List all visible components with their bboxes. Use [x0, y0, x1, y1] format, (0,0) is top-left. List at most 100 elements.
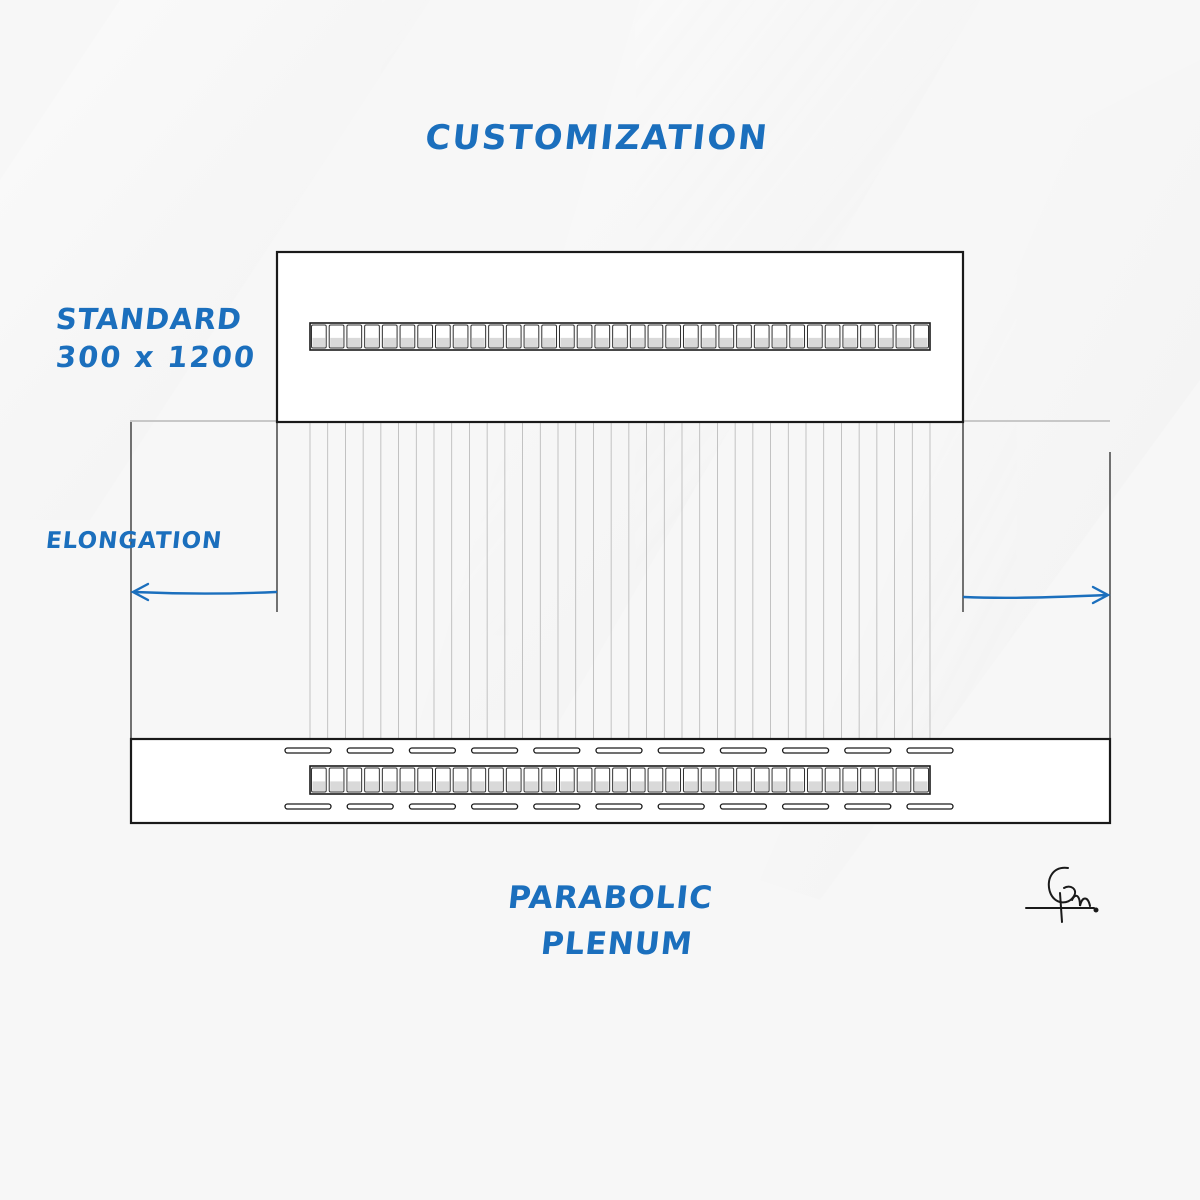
louver-cell-shade	[719, 781, 733, 792]
louver-cell-shade	[489, 781, 503, 792]
air-slot	[284, 803, 332, 810]
standard-size-label: 300 x 1200	[54, 340, 258, 374]
louver-cell-shade	[330, 337, 343, 348]
louver-cell-shade	[489, 337, 503, 348]
louver-cell-shade	[631, 781, 645, 792]
air-slot	[595, 747, 643, 754]
louver-cell-shade	[578, 337, 591, 348]
louver-cell-shade	[436, 337, 450, 348]
louver-cells-standard	[311, 324, 929, 349]
standard-panel	[275, 250, 965, 424]
louver-cell-shade	[755, 337, 769, 348]
louver-cell-shade	[684, 781, 698, 792]
louver-cell-shade	[790, 337, 804, 348]
louver-cell-shade	[737, 337, 751, 348]
louver-cell-shade	[861, 781, 875, 792]
louver-cell-shade	[826, 337, 839, 348]
plenum-panel	[129, 737, 1112, 825]
louver-cell-shade	[631, 337, 645, 348]
louver-cell-shade	[542, 337, 556, 348]
louver-cell-shade	[649, 337, 662, 348]
page-title: CUSTOMIZATION	[423, 118, 771, 158]
louver-cell-shade	[914, 781, 928, 792]
standard-label: STANDARD	[54, 302, 244, 336]
air-slot	[470, 747, 519, 754]
louver-cell-shade	[914, 337, 928, 348]
louver-cell-shade	[454, 781, 467, 792]
louver-cell-shade	[401, 781, 414, 792]
louver-cell-shade	[383, 337, 397, 348]
louver-cell-shade	[649, 781, 662, 792]
louver-cell-shade	[471, 337, 485, 348]
louver-cell-shade	[507, 781, 521, 792]
louver-cell-shade	[897, 781, 910, 792]
louver-cells-plenum	[311, 767, 929, 793]
louver-cell-shade	[507, 337, 521, 348]
louver-cell-shade	[454, 337, 467, 348]
louver-cell-shade	[790, 781, 804, 792]
louver-cell-shade	[613, 337, 627, 348]
louver-cell-shade	[702, 781, 715, 792]
air-slot	[906, 747, 954, 754]
air-slot	[844, 747, 892, 754]
louver-cell-shade	[436, 781, 450, 792]
air-slots	[284, 747, 954, 810]
louver-cell-shade	[826, 781, 839, 792]
louver-cell-shade	[347, 337, 361, 348]
louver-cell-shade	[843, 337, 857, 348]
louver-cell-shade	[737, 781, 751, 792]
construction-lines	[309, 252, 931, 1040]
louver-cell-shade	[418, 781, 432, 792]
air-slot	[408, 803, 457, 810]
louver-cell-shade	[595, 781, 609, 792]
plenum-label: PLENUM	[539, 926, 695, 962]
louver-cell-shade	[401, 337, 414, 348]
air-slot	[781, 747, 830, 754]
air-slot	[284, 747, 332, 754]
louver-cell-shade	[525, 781, 538, 792]
louver-cell-shade	[613, 781, 627, 792]
louver-cell-shade	[684, 337, 698, 348]
louver-cell-shade	[773, 337, 786, 348]
air-slot	[595, 803, 643, 810]
louver-cell-shade	[471, 781, 485, 792]
air-slot	[657, 747, 705, 754]
louver-cell-shade	[418, 337, 432, 348]
louver-cell-shade	[808, 337, 822, 348]
louver-cell-shade	[365, 781, 379, 792]
air-slot	[346, 747, 394, 754]
louver-cell-shade	[879, 337, 893, 348]
air-slot	[719, 747, 768, 754]
air-slot	[781, 803, 830, 810]
louver-cell-shade	[808, 781, 822, 792]
louver-cell-shade	[330, 781, 343, 792]
louver-cell-shade	[666, 781, 680, 792]
louver-cell-shade	[666, 337, 680, 348]
air-slot	[408, 747, 457, 754]
louver-cell-shade	[578, 781, 591, 792]
louver-cell-shade	[843, 781, 857, 792]
louver-cell-shade	[755, 781, 769, 792]
louver-cell-shade	[312, 781, 326, 792]
air-slot	[906, 803, 954, 810]
air-slot	[657, 803, 705, 810]
louver-cell-shade	[347, 781, 361, 792]
air-slot	[533, 803, 581, 810]
louver-cell-shade	[312, 337, 326, 348]
louver-cell-shade	[702, 337, 715, 348]
air-slot	[470, 803, 519, 810]
louver-cell-shade	[897, 337, 910, 348]
louver-cell-shade	[595, 337, 609, 348]
louver-cell-shade	[719, 337, 733, 348]
louver-cell-shade	[383, 781, 397, 792]
louver-cell-shade	[365, 337, 379, 348]
louver-cell-shade	[560, 337, 574, 348]
elongation-label: ELONGATION	[44, 528, 224, 554]
louver-cell-shade	[542, 781, 556, 792]
louver-cell-shade	[525, 337, 538, 348]
arrow-right-icon	[962, 585, 1111, 605]
louver-cell-shade	[773, 781, 786, 792]
parabolic-label: PARABOLIC	[506, 880, 715, 916]
arrow-left-icon	[130, 582, 278, 602]
